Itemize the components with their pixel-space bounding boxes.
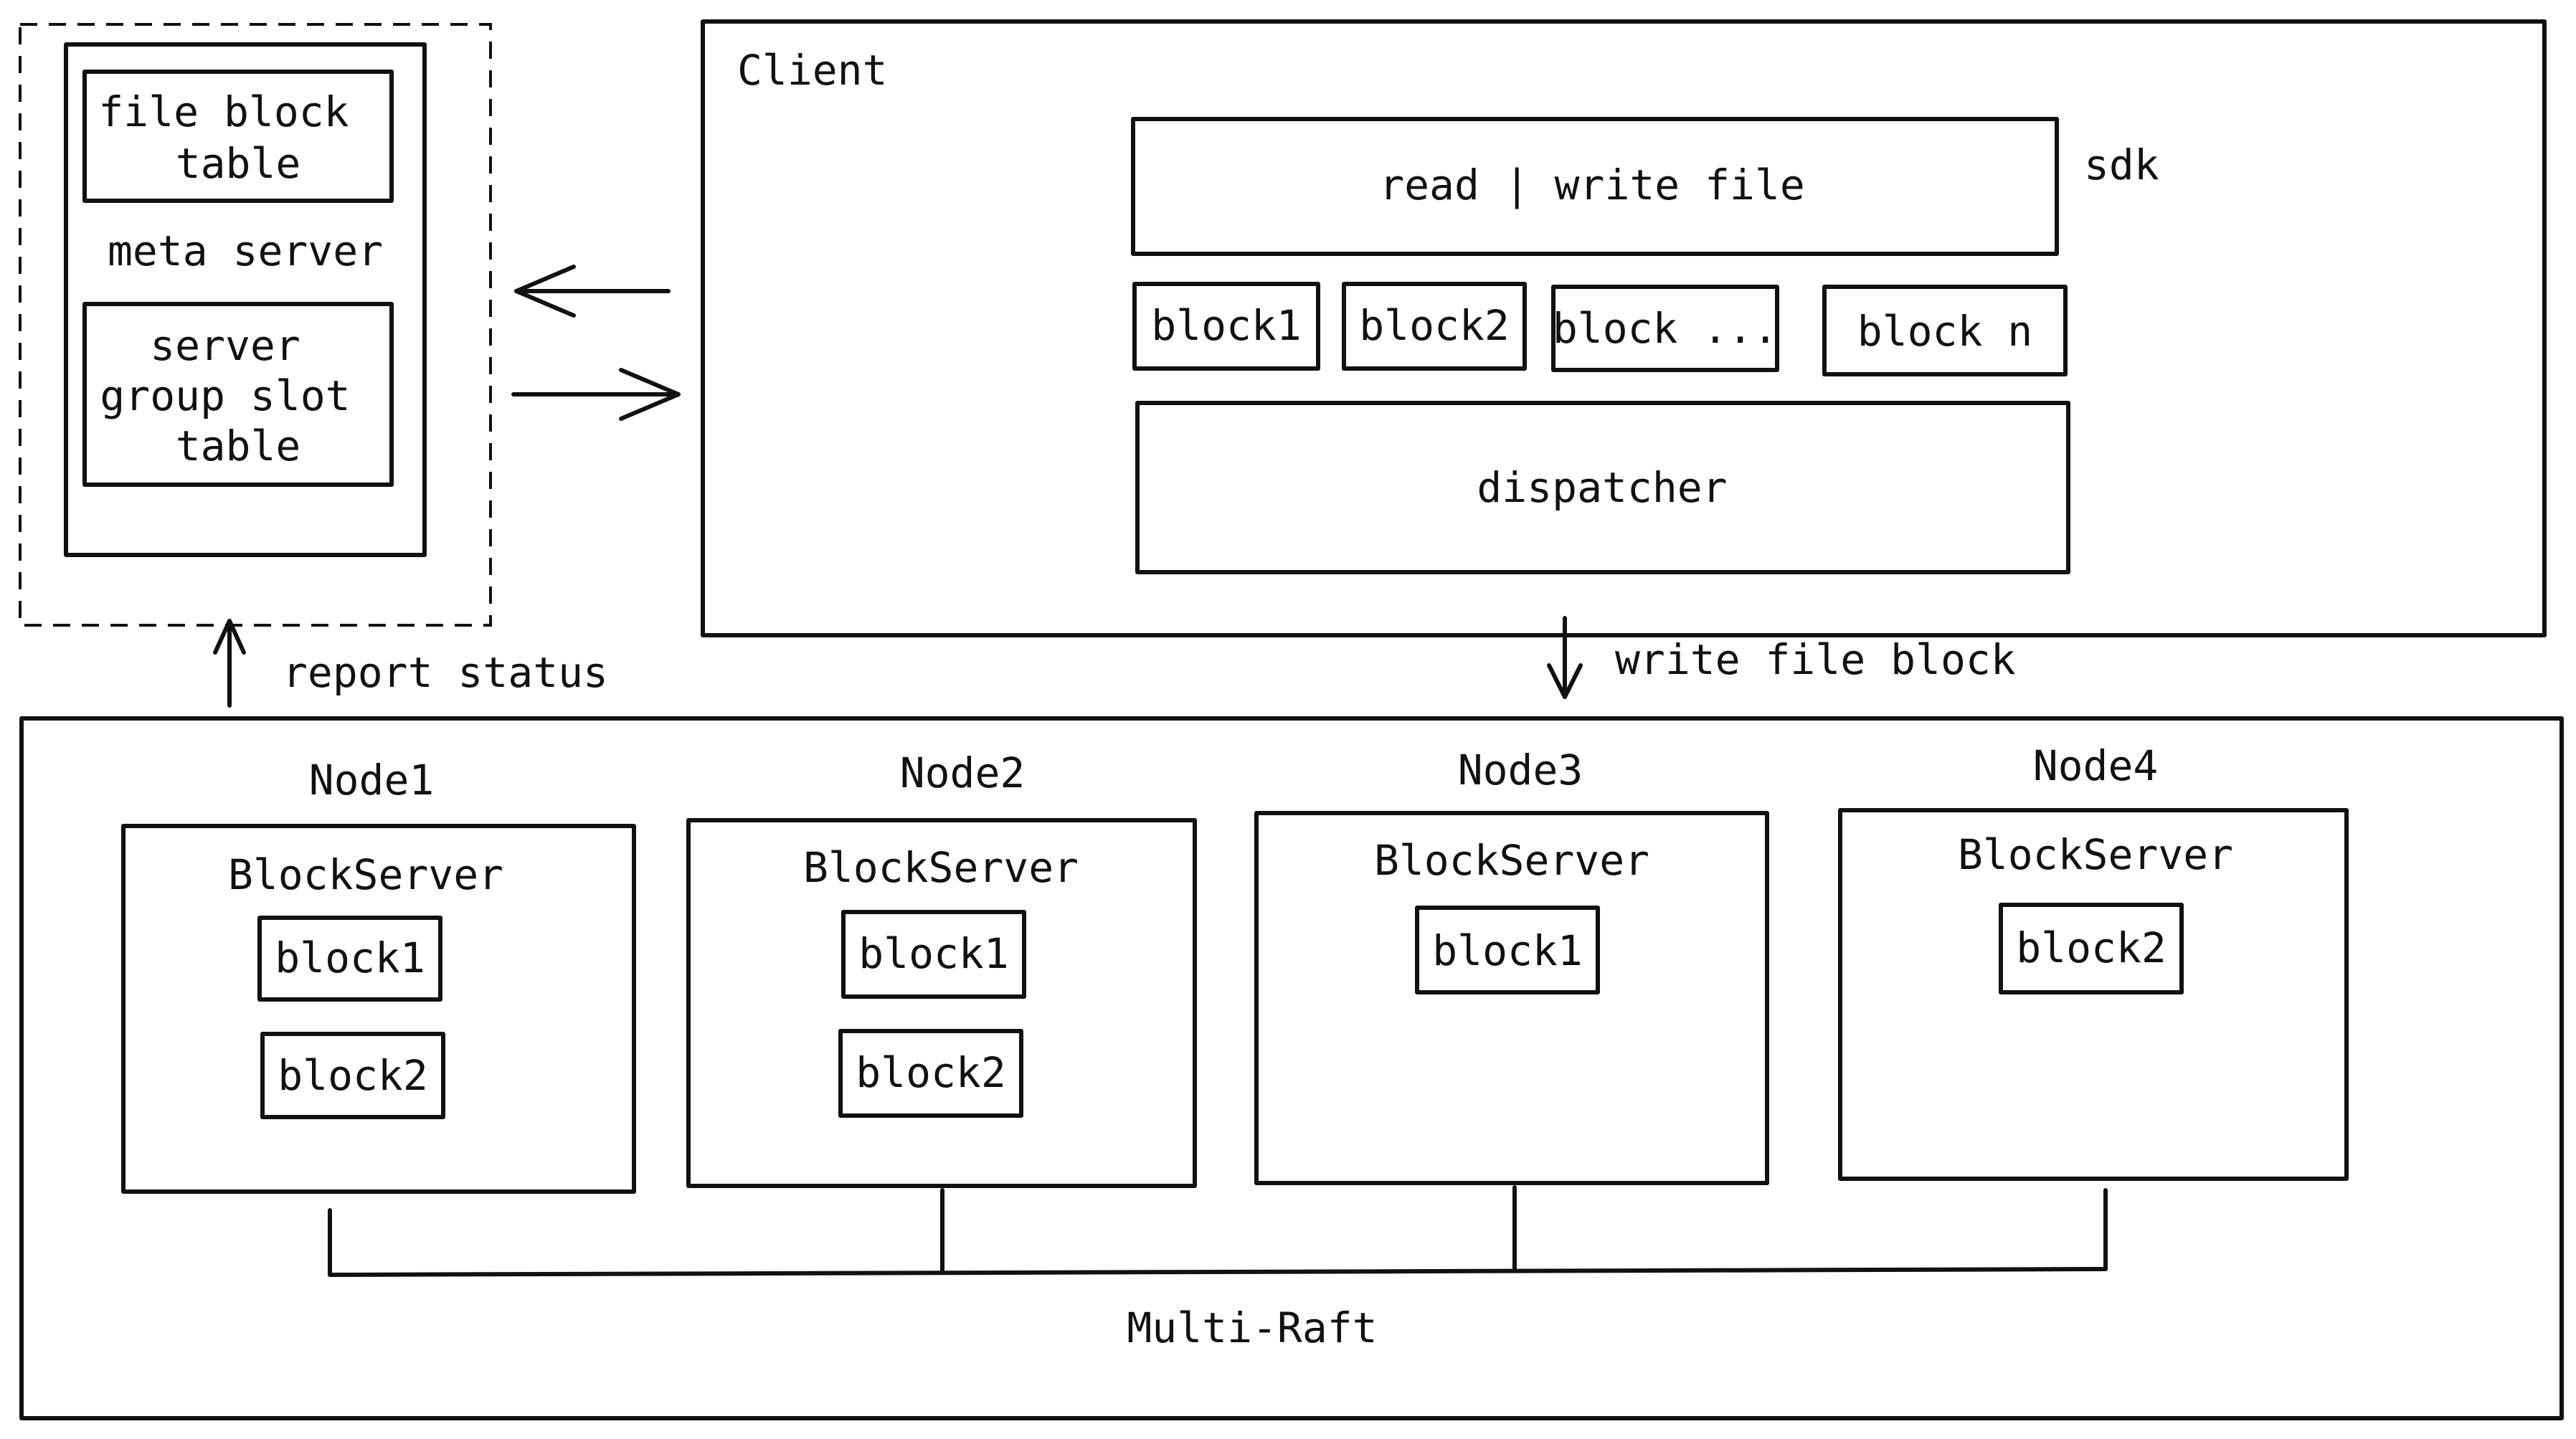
- sdk-block-box-1: [1132, 282, 1320, 371]
- file-block-table-label-line2: table: [176, 139, 301, 188]
- read-write-file-box: [1131, 117, 2059, 256]
- arrow-to-client-head: [619, 368, 681, 421]
- node-2: Node2 BlockServer block1 block2: [686, 749, 1197, 1188]
- write-file-block-arrow: write file block: [1547, 616, 2016, 699]
- node-block-box: [260, 1032, 445, 1119]
- client-group: Client sdk read | write file block1 bloc…: [701, 19, 2547, 637]
- client-title: Client: [737, 46, 888, 95]
- node-block-box: [841, 910, 1026, 999]
- cluster-group: Node1 BlockServer block1 block2 Node2 Bl…: [19, 716, 2564, 1420]
- dispatcher-box: [1135, 401, 2070, 574]
- sdk-block-label-n: block n: [1857, 307, 2032, 356]
- node-block-box: [838, 1029, 1023, 1118]
- node-name: Node2: [900, 749, 1026, 797]
- client-box: [701, 19, 2547, 637]
- file-block-table-label-line1: file block: [98, 87, 349, 136]
- server-group-slot-table-box: [82, 302, 394, 487]
- sdk-block-label-2: block2: [1359, 301, 1510, 350]
- block-server-label: BlockServer: [803, 843, 1079, 892]
- report-arrow-head: [213, 619, 246, 655]
- write-file-block-label: write file block: [1615, 635, 2016, 684]
- block-server-label: BlockServer: [1374, 836, 1649, 885]
- node-block-label: block1: [275, 934, 425, 982]
- meta-server-label: meta server: [108, 227, 383, 275]
- node-block-label: block2: [856, 1048, 1006, 1097]
- cluster-box: [19, 716, 2564, 1420]
- node-4: Node4 BlockServer block2: [1838, 741, 2349, 1181]
- raft-bus-line: [328, 1188, 2108, 1277]
- read-write-file-label: read | write file: [1379, 161, 1805, 209]
- node-name: Node4: [2033, 741, 2159, 790]
- slot-table-label-line1: server: [150, 321, 300, 370]
- sdk-block-box-n: [1822, 285, 2068, 376]
- multi-raft-bus: Multi-Raft: [328, 1185, 2108, 1352]
- file-block-table-box: [82, 70, 394, 203]
- node-block-box: [1415, 906, 1600, 994]
- node-block-label: block2: [2016, 923, 2167, 972]
- sdk-label: sdk: [2084, 141, 2159, 189]
- node-block-label: block1: [858, 929, 1009, 978]
- block-server-box: [1254, 811, 1769, 1185]
- meta-server-dashed-border: [19, 23, 492, 627]
- meta-server-group: file block table meta server server grou…: [19, 23, 492, 627]
- dispatcher-label: dispatcher: [1477, 463, 1727, 512]
- node-name: Node3: [1458, 746, 1583, 794]
- block-server-box: [121, 824, 636, 1194]
- node-block-box: [257, 916, 442, 1002]
- sdk-block-label-1: block1: [1151, 301, 1302, 350]
- sdk-block-label-ellipsis: block ...: [1553, 304, 1778, 353]
- block-server-label: BlockServer: [228, 850, 503, 899]
- write-arrow-head: [1547, 663, 1583, 699]
- report-status-label: report status: [283, 648, 608, 697]
- block-server-label: BlockServer: [1958, 830, 2233, 879]
- node-1: Node1 BlockServer block1 block2: [121, 756, 636, 1194]
- meta-client-arrows: [511, 265, 681, 421]
- slot-table-label-line2: group slot: [100, 371, 350, 420]
- sdk-block-box-2: [1342, 282, 1527, 371]
- node-name: Node1: [309, 756, 435, 804]
- meta-server-box: [64, 42, 427, 557]
- multi-raft-label: Multi-Raft: [1127, 1303, 1377, 1352]
- sdk-block-box-ellipsis: [1551, 285, 1779, 372]
- node-block-label: block1: [1432, 926, 1583, 975]
- block-server-box: [1838, 808, 2349, 1181]
- arrow-to-meta-head: [514, 265, 576, 318]
- node-3: Node3 BlockServer block1: [1254, 746, 1769, 1185]
- node-block-label: block2: [278, 1051, 428, 1100]
- block-server-box: [686, 818, 1197, 1188]
- slot-table-label-line3: table: [176, 422, 301, 470]
- node-block-box: [1999, 903, 2184, 994]
- report-status-arrow: report status: [213, 619, 608, 708]
